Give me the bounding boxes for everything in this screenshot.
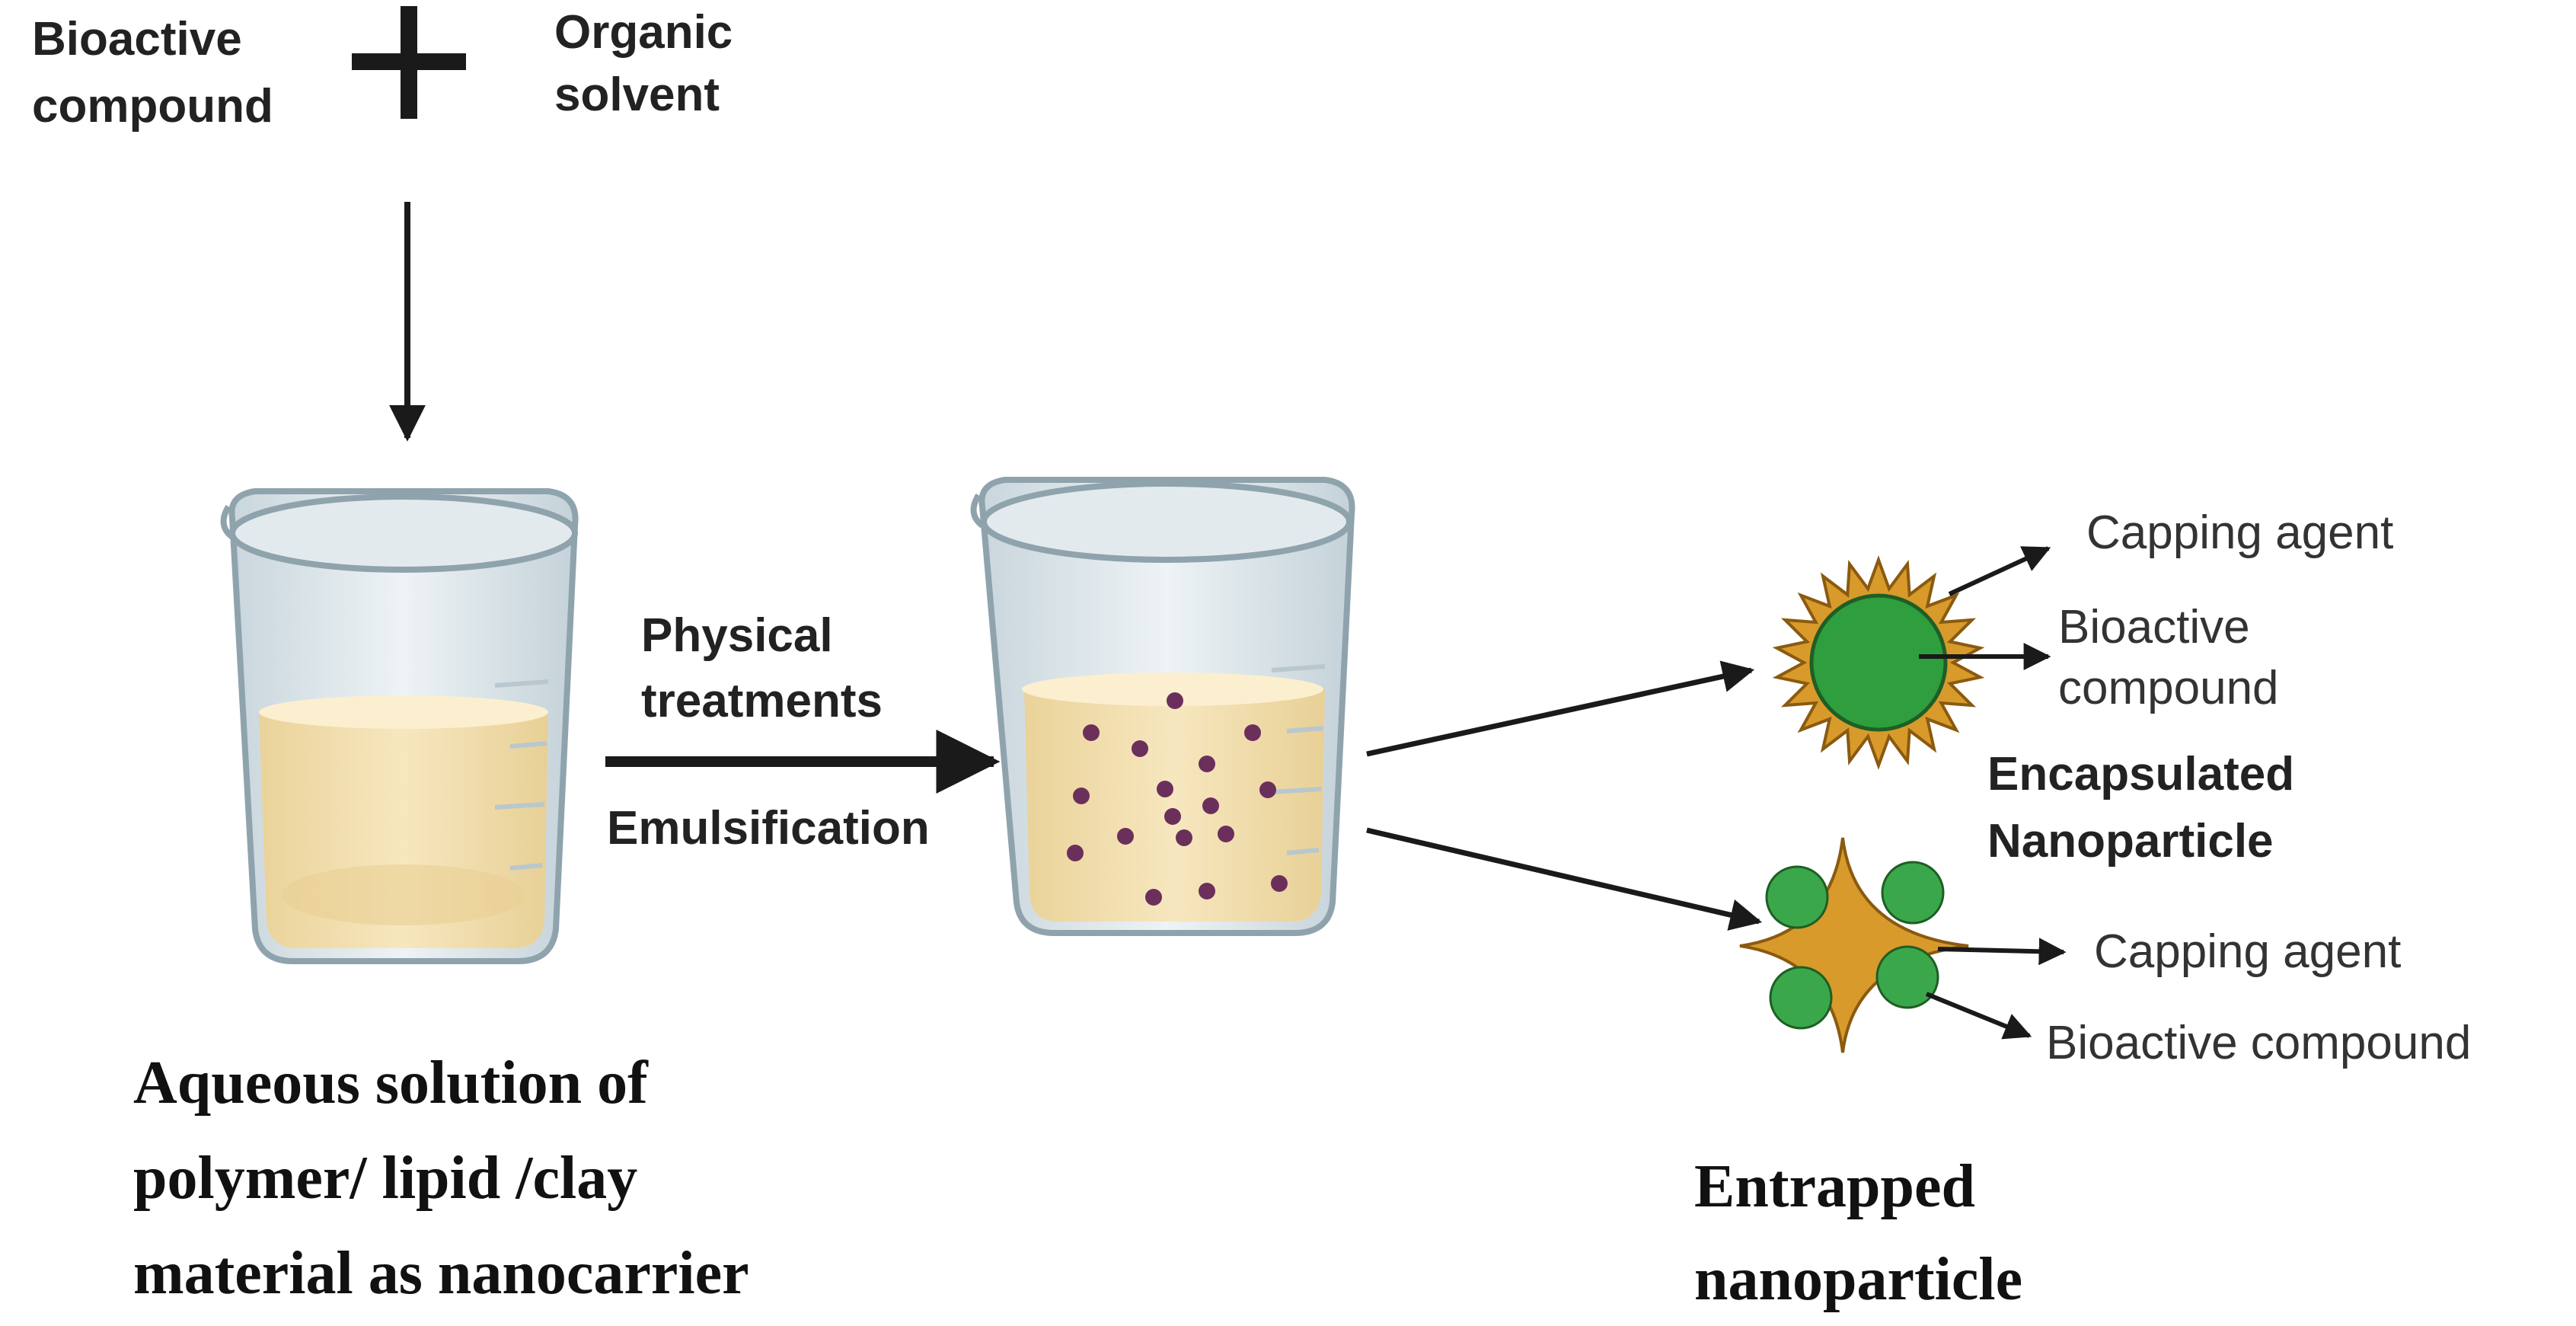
arrow-to-entrapped-icon bbox=[1366, 827, 1763, 931]
encapsulated-nanoparticle-icon bbox=[1772, 555, 1985, 770]
capping-pointer-icon bbox=[1948, 546, 2051, 596]
entrapped-nanoparticle-title: Entrapped nanoparticle bbox=[1694, 1153, 2023, 1313]
particles bbox=[1067, 692, 1288, 906]
arrow-to-encapsulated-icon bbox=[1366, 660, 1755, 757]
label-physical-treatments: Physical treatments bbox=[641, 609, 883, 727]
entrapped-bioactive-label: Bioactive compound bbox=[2046, 1017, 2472, 1069]
entrapped-nanoparticle-icon bbox=[1739, 837, 1969, 1053]
nanocarrier-caption: Aqueous solution of polymer/ lipid /clay… bbox=[133, 1050, 749, 1307]
encapsulated-capping-agent-label: Capping agent bbox=[2086, 506, 2394, 559]
encapsulated-nanoparticle-title: Encapsulated Nanoparticle bbox=[1987, 748, 2295, 867]
plus-icon bbox=[352, 6, 466, 119]
input-organic-solvent: Organic solvent bbox=[554, 6, 733, 121]
encapsulated-bioactive-label: Bioactive compound bbox=[2058, 601, 2279, 714]
label-emulsification: Emulsification bbox=[607, 802, 930, 855]
beaker-icon bbox=[220, 488, 579, 964]
entrapped-bioactive-pointer-icon bbox=[1925, 992, 2032, 1040]
beaker-emulsion-icon bbox=[970, 477, 1355, 936]
entrapped-capping-agent-label: Capping agent bbox=[2094, 925, 2402, 978]
entrapped-capping-pointer-icon bbox=[1937, 938, 2067, 966]
input-bioactive-compound: Bioactive compound bbox=[32, 13, 273, 133]
